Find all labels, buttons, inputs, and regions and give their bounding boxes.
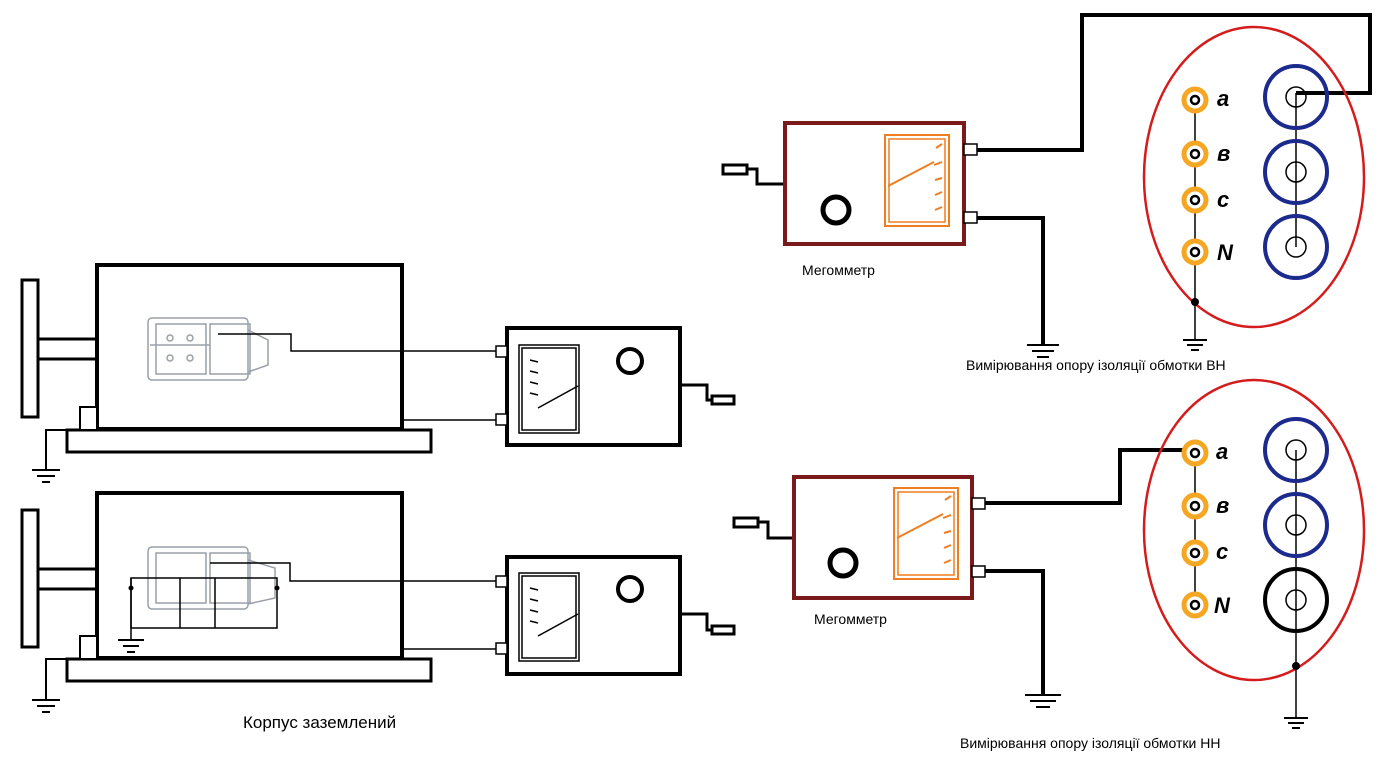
megger-scale bbox=[518, 344, 580, 434]
ground-lead bbox=[985, 569, 1045, 695]
megger-crank bbox=[758, 520, 794, 540]
megger-terminal-top bbox=[971, 497, 986, 510]
hv-measurement bbox=[721, 13, 1372, 358]
megger-terminal-bottom bbox=[971, 565, 986, 578]
winding-lead bbox=[218, 333, 496, 352]
shaft bbox=[36, 567, 100, 591]
hv-bushing-a bbox=[1263, 417, 1329, 483]
ground-symbol bbox=[32, 699, 60, 713]
ground-wire bbox=[45, 658, 70, 700]
megger-terminal-top bbox=[963, 143, 978, 156]
left-bottom-test-setup bbox=[20, 491, 736, 713]
hv-caption: Вимірювання опору ізоляції обмотки ВН bbox=[966, 357, 1226, 373]
lv-terminal-c bbox=[1181, 186, 1209, 214]
megger-knob bbox=[827, 547, 859, 579]
transformer-enclosure bbox=[1142, 25, 1366, 329]
left-top-test-setup bbox=[20, 263, 736, 483]
ground-symbol-lv bbox=[1183, 339, 1207, 351]
ground-lug bbox=[79, 406, 98, 431]
hv-bushing-b bbox=[1263, 139, 1329, 205]
hv-bushing-c bbox=[1263, 567, 1329, 633]
crank-handle bbox=[710, 394, 736, 406]
ground-symbol bbox=[1025, 694, 1061, 708]
lv-terminal-n bbox=[1181, 238, 1209, 266]
hv-bushing-c bbox=[1263, 214, 1329, 280]
megger-terminal-bottom bbox=[495, 642, 508, 655]
megger-scale bbox=[884, 134, 950, 227]
lv-lead bbox=[985, 448, 1195, 505]
shaft bbox=[36, 337, 100, 361]
shaft-plate bbox=[20, 278, 40, 419]
megger-needle bbox=[896, 513, 944, 539]
lv-terminal-a bbox=[1181, 86, 1209, 114]
megger-label-bottom: Мегомметр bbox=[814, 611, 887, 627]
ground-wire bbox=[45, 429, 70, 470]
hv-panel-terminal-label-n: N bbox=[1217, 240, 1233, 265]
inner-ground-symbol bbox=[118, 639, 144, 653]
ground-lead bbox=[977, 216, 1045, 345]
megger-needle bbox=[537, 613, 579, 637]
megger-crank bbox=[680, 612, 712, 632]
lv-terminal-n bbox=[1181, 591, 1209, 619]
lv-terminal-c bbox=[1181, 539, 1209, 567]
lv-terminal-b bbox=[1181, 140, 1209, 168]
megger-crank bbox=[680, 383, 712, 402]
case-grounded-caption: Корпус заземлений bbox=[243, 713, 397, 732]
lv-caption: Вимірювання опору ізоляції обмотки НН bbox=[960, 735, 1221, 751]
winding-sketch bbox=[147, 317, 269, 381]
megger-needle bbox=[537, 385, 579, 409]
hv-panel-terminal-label-b: в bbox=[1217, 141, 1231, 166]
shorted-leads bbox=[130, 562, 496, 640]
lv-panel-terminal-label-a: a bbox=[1216, 439, 1229, 464]
megger-knob bbox=[616, 575, 644, 603]
hv-panel-terminal-label-a: a bbox=[1217, 86, 1230, 111]
megger-knob bbox=[820, 194, 852, 226]
hv-bushing-a bbox=[1263, 64, 1329, 130]
base-plate bbox=[65, 657, 433, 683]
crank-handle bbox=[721, 163, 749, 176]
megger-terminal-bottom bbox=[963, 211, 978, 224]
ground-symbol bbox=[32, 469, 60, 483]
megger-crank bbox=[747, 167, 785, 186]
megger-terminal-top bbox=[495, 345, 508, 358]
megger-knob bbox=[616, 347, 644, 375]
lv-terminal-a bbox=[1181, 439, 1209, 467]
megger-scale bbox=[518, 572, 580, 662]
ground-lug bbox=[79, 635, 98, 660]
shaft-plate bbox=[20, 508, 40, 649]
megger-label-top: Мегомметр bbox=[802, 262, 875, 278]
lv-panel-terminal-label-c: c bbox=[1216, 539, 1229, 564]
lv-measurement bbox=[732, 378, 1366, 729]
transformer-enclosure bbox=[1142, 378, 1366, 682]
hv-bushing-b bbox=[1263, 492, 1329, 558]
hv-panel-terminal-label-c: c bbox=[1217, 187, 1230, 212]
ground-symbol-hv bbox=[1284, 717, 1308, 729]
base-plate bbox=[65, 428, 433, 454]
lv-panel-terminal-label-n: N bbox=[1214, 593, 1230, 618]
megger-terminal-top bbox=[495, 575, 508, 588]
lv-terminal-b bbox=[1181, 492, 1209, 520]
lv-panel-terminal-label-b: в bbox=[1216, 493, 1230, 518]
crank-handle bbox=[732, 516, 760, 529]
hv-lead bbox=[977, 13, 1372, 152]
megger-needle bbox=[887, 161, 935, 187]
crank-handle bbox=[710, 624, 736, 636]
megger-terminal-bottom bbox=[495, 413, 508, 426]
ground-symbol bbox=[1027, 344, 1059, 358]
